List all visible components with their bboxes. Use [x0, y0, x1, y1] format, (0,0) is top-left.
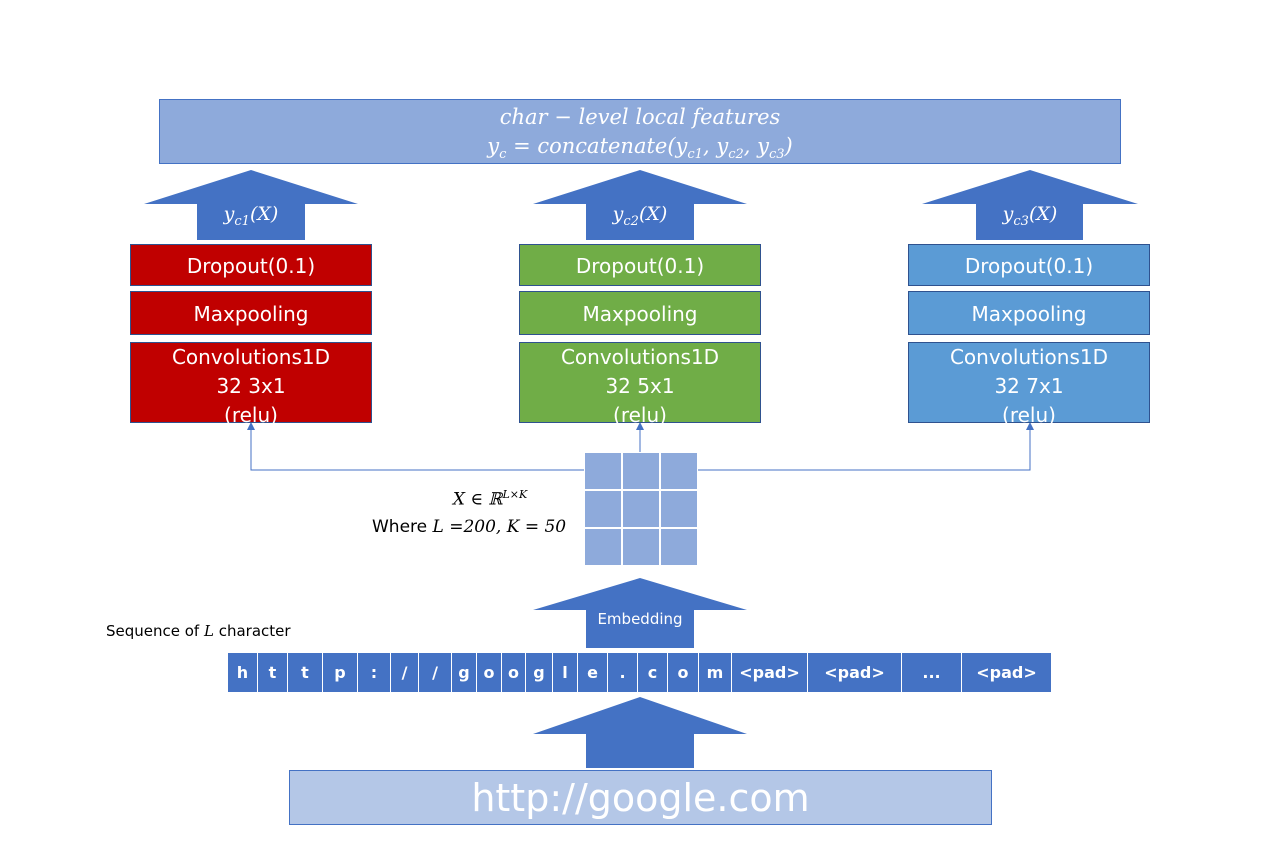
branch-3-output-label: yc3(X) [970, 203, 1090, 229]
branch-3-sub: c3 [1013, 213, 1029, 229]
concatenate-features-box: char − level local features yc = concate… [159, 99, 1121, 164]
token-cell: o [502, 653, 526, 692]
token-cell: m [699, 653, 732, 692]
header-sub-c3: c3 [768, 147, 785, 163]
token-cell: e [578, 653, 608, 692]
token-cell-pad: <pad> [808, 653, 902, 692]
token-cell: g [452, 653, 477, 692]
connector-branch-3-head [1026, 422, 1034, 430]
header-line-1: char − level local features [499, 105, 781, 129]
embedding-cell [660, 490, 698, 528]
embedding-matrix [584, 452, 698, 566]
branch-3-conv-title: Convolutions1D [949, 345, 1109, 369]
connector-branch-1-head [247, 422, 255, 430]
branch-2-output-arrow [533, 170, 747, 240]
branch-3-conv: Convolutions1D 32 7x1 (relu) [908, 342, 1150, 427]
token-cell: t [288, 653, 323, 692]
sequence-label-var: L [203, 622, 214, 640]
branch-1-output-arrow [144, 170, 358, 240]
header-close-paren: ) [784, 134, 793, 158]
branch-1-maxpooling: Maxpooling [130, 291, 372, 335]
header-comma-2: , y [743, 134, 769, 158]
sequence-label: Sequence of L character [106, 622, 291, 640]
branch-1-output-label: yc1(X) [191, 203, 311, 229]
input-url-box: http://google.com [289, 770, 992, 825]
character-sequence-bar: h t t p : / / g o o g l e . c o m <pad> … [228, 653, 1051, 692]
embedding-cell [622, 490, 660, 528]
embedding-arrow [533, 578, 747, 648]
branch-2-maxpooling: Maxpooling [519, 291, 761, 335]
token-cell: o [477, 653, 502, 692]
header-sub-c2: c2 [728, 147, 744, 163]
branch-3-y: y [1002, 203, 1014, 225]
branch-1-dropout: Dropout(0.1) [130, 244, 372, 286]
branch-2-conv-activation: (relu) [613, 403, 667, 427]
token-cell-ellipsis: ... [902, 653, 962, 692]
connector-branch-2-head [636, 422, 644, 430]
branch-1-conv-title: Convolutions1D [171, 345, 331, 369]
token-cell: h [228, 653, 258, 692]
branch-1-conv: Convolutions1D 32 3x1 (relu) [130, 342, 372, 427]
branch-3-output-arrow [922, 170, 1138, 240]
connector-branch-1 [250, 426, 585, 471]
sequence-label-suffix: character [213, 622, 291, 640]
token-cell: g [526, 653, 553, 692]
header-line-2: yc = concatenate(yc1, yc2, yc3) [160, 132, 1120, 169]
token-cell: l [553, 653, 578, 692]
embedding-x-var: X ∈ ℝ [452, 489, 503, 510]
embedding-cell [622, 452, 660, 490]
sequence-label-prefix: Sequence of [106, 622, 204, 640]
branch-1-sub: c1 [234, 213, 250, 229]
branch-2-output-label: yc2(X) [580, 203, 700, 229]
branch-2-dropout: Dropout(0.1) [519, 244, 761, 286]
token-cell: p [323, 653, 358, 692]
token-cell-pad: <pad> [732, 653, 808, 692]
embedding-arrow-label: Embedding [597, 610, 683, 628]
token-cell: / [419, 653, 452, 692]
branch-3-conv-filters: 32 7x1 [994, 374, 1064, 398]
token-cell: o [668, 653, 699, 692]
token-cell: / [391, 653, 419, 692]
branch-1-conv-activation: (relu) [224, 403, 278, 427]
embedding-x-sup: L×K [502, 488, 528, 501]
header-concat-text: = concatenate(y [506, 134, 688, 158]
embedding-where-math: L =200, K = 50 [432, 517, 567, 537]
branch-2-conv-title: Convolutions1D [560, 345, 720, 369]
branch-3-dropout: Dropout(0.1) [908, 244, 1150, 286]
branch-1-y: y [223, 203, 235, 225]
embedding-cell [622, 528, 660, 566]
header-sub-c1: c1 [687, 147, 703, 163]
header-comma-1: , y [702, 134, 729, 158]
input-arrow [533, 697, 747, 768]
token-cell: : [358, 653, 391, 692]
token-cell: c [638, 653, 668, 692]
branch-3-arg: (X) [1028, 203, 1058, 225]
embedding-where-label: Where L =200, K = 50 [372, 517, 587, 537]
embedding-where-text: Where [372, 517, 433, 537]
branch-2-sub: c2 [623, 213, 639, 229]
token-cell-pad: <pad> [976, 663, 1037, 682]
embedding-cell [584, 528, 622, 566]
branch-1-arg: (X) [249, 203, 279, 225]
branch-2-y: y [612, 203, 624, 225]
branch-1-conv-filters: 32 3x1 [216, 374, 286, 398]
token-cell: t [258, 653, 288, 692]
embedding-dimension-label: X ∈ ℝL×K [400, 488, 580, 510]
token-cell: . [608, 653, 638, 692]
embedding-cell [584, 490, 622, 528]
branch-2-conv-filters: 32 5x1 [605, 374, 675, 398]
embedding-cell [660, 452, 698, 490]
branch-2-conv: Convolutions1D 32 5x1 (relu) [519, 342, 761, 427]
header-y: y [487, 134, 500, 158]
embedding-cell [584, 452, 622, 490]
header-sub-c: c [499, 147, 507, 163]
embedding-cell [660, 528, 698, 566]
branch-2-arg: (X) [638, 203, 668, 225]
branch-3-conv-activation: (relu) [1002, 403, 1056, 427]
connector-branch-3 [697, 426, 1031, 471]
branch-3-maxpooling: Maxpooling [908, 291, 1150, 335]
